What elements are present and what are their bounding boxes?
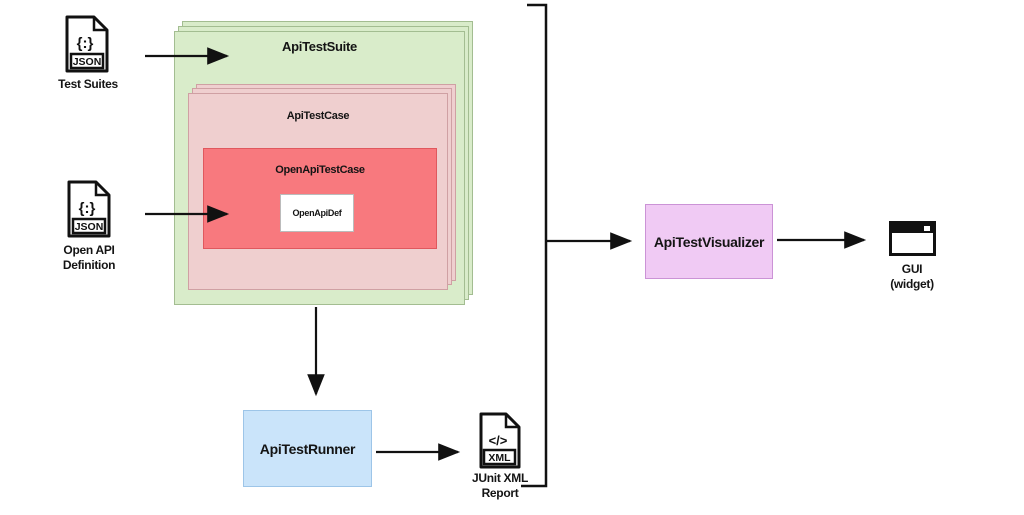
apitestrunner-label: ApiTestRunner <box>259 440 356 457</box>
open-api-definition-label-line2: Definition <box>62 258 116 272</box>
openapidef-label: OpenApiDef <box>292 207 342 218</box>
gui-window-button <box>924 226 930 231</box>
file-fold <box>504 414 519 429</box>
xml-file-icon-junit-report: </> XML <box>479 412 521 469</box>
file-type-text: JSON <box>73 56 102 68</box>
apitestvisualizer-label: ApiTestVisualizer <box>653 233 765 250</box>
file-type-badge <box>482 448 517 466</box>
bracket-connector <box>521 3 548 488</box>
file-fold <box>92 17 107 32</box>
openapitestcase-label: OpenApiTestCase <box>275 164 365 176</box>
file-fold <box>94 182 109 197</box>
junit-xml-report-label-line1: JUnit XML <box>472 471 528 485</box>
gui-window-titlebar <box>892 224 933 233</box>
file-type-badge <box>69 52 105 70</box>
file-type-text: JSON <box>75 221 104 233</box>
open-api-definition-label: Open API Definition <box>44 243 134 273</box>
json-glyph: {:} <box>79 200 96 217</box>
gui-widget-label-line2: (widget) <box>890 277 934 291</box>
gui-window-icon <box>889 221 936 256</box>
gui-widget-label-line1: GUI <box>901 262 923 276</box>
apitestsuite-label: ApiTestSuite <box>282 39 357 54</box>
test-suites-label: Test Suites <box>58 77 118 91</box>
openapidef-card: OpenApiDef <box>280 194 354 232</box>
junit-xml-report-label-line2: Report <box>481 486 519 500</box>
gui-widget-label: GUI (widget) <box>876 262 948 292</box>
apitestrunner-node: ApiTestRunner <box>243 410 372 487</box>
code-glyph: </> <box>489 433 508 448</box>
open-api-definition-label-line1: Open API <box>63 243 115 257</box>
junit-xml-report-label: JUnit XML Report <box>455 471 545 501</box>
file-type-text: XML <box>488 452 511 464</box>
apitestvisualizer-node: ApiTestVisualizer <box>645 204 773 279</box>
file-type-badge <box>71 217 107 235</box>
json-glyph: {:} <box>77 35 94 52</box>
json-file-icon-open-api: {:} JSON <box>67 180 111 238</box>
json-file-icon-test-suites: {:} JSON <box>65 15 109 73</box>
apitestcase-label: ApiTestCase <box>286 110 350 122</box>
